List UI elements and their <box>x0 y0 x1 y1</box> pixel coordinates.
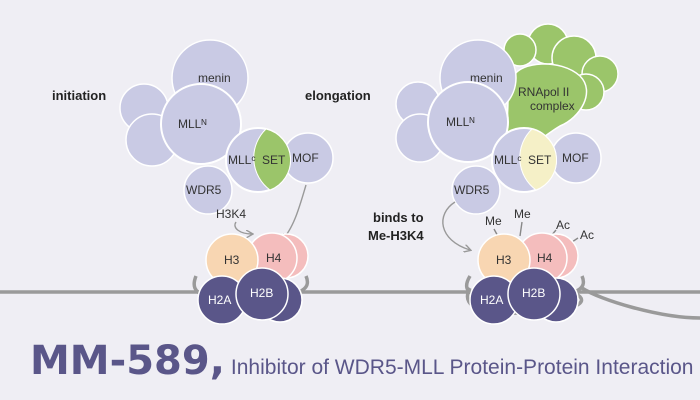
compound-subtitle: Inhibitor of WDR5-MLL Protein-Protein In… <box>230 356 694 379</box>
left-mof-label: MOF <box>292 151 319 165</box>
footer-title: MM-589,Inhibitor of WDR5-MLL Protein-Pro… <box>30 338 694 384</box>
right-wdr5-to-h3-arrow <box>442 201 470 250</box>
left-set-to-h4-arrow <box>282 184 307 240</box>
right-mlln-label: MLLᴺ <box>446 115 475 129</box>
right-wdr5-subunit <box>451 165 501 215</box>
right-mllc-label: MLLᶜ <box>494 153 522 167</box>
binds-label-line1: binds to <box>373 210 424 225</box>
right-set-domain <box>519 128 557 191</box>
left-h4-label: H4 <box>266 251 282 265</box>
compound-name: MM-589, <box>30 338 225 384</box>
right-set-label: SET <box>528 153 552 167</box>
left-mlln-label: MLLᴺ <box>178 117 207 131</box>
right-mof-label: MOF <box>562 151 589 165</box>
left-h3-label: H3 <box>224 253 240 267</box>
right-mlln-subunit <box>427 81 509 163</box>
right-panel: elongation RNApol II complex menin MLLᴺ … <box>305 23 700 325</box>
left-set-label: SET <box>262 153 286 167</box>
right-h3-label: H3 <box>496 253 512 267</box>
left-h2b-label: H2B <box>250 286 273 300</box>
stage-label-elongation: elongation <box>305 88 371 103</box>
ac2-label: Ac <box>580 228 594 242</box>
binds-label-line2: Me-H3K4 <box>368 228 424 243</box>
right-h2b-label: H2B <box>522 286 545 300</box>
me2-label: Me <box>514 207 531 221</box>
stage-label-initiation: initiation <box>52 88 106 103</box>
left-mllc-label: MLLᶜ <box>228 153 256 167</box>
ac1-label: Ac <box>556 218 570 232</box>
rnapol-label-line1: RNApol II <box>518 85 569 99</box>
left-h2a-label: H2A <box>208 293 231 307</box>
left-mlln-subunit <box>160 83 242 165</box>
left-menin-label: menin <box>198 71 231 85</box>
right-wdr5-label: WDR5 <box>454 183 490 197</box>
right-h2a-label: H2A <box>480 293 503 307</box>
me1-label: Me <box>485 214 502 228</box>
left-wdr5-subunit <box>183 165 233 215</box>
right-h2b-histone <box>507 267 561 321</box>
me2-tick <box>519 221 523 237</box>
left-set-domain <box>253 128 291 191</box>
right-h4-label: H4 <box>537 251 553 265</box>
left-wdr5-label: WDR5 <box>186 183 222 197</box>
left-panel: initiation menin MLLᴺ MOF MLLᶜ SET WDR5 … <box>52 39 334 325</box>
left-h3k4-label: H3K4 <box>216 207 246 221</box>
left-wdr5-to-h3-arrow <box>234 221 252 234</box>
rnapol-label-line2: complex <box>530 99 575 113</box>
left-h2b-histone <box>235 267 289 321</box>
right-menin-label: menin <box>470 71 503 85</box>
